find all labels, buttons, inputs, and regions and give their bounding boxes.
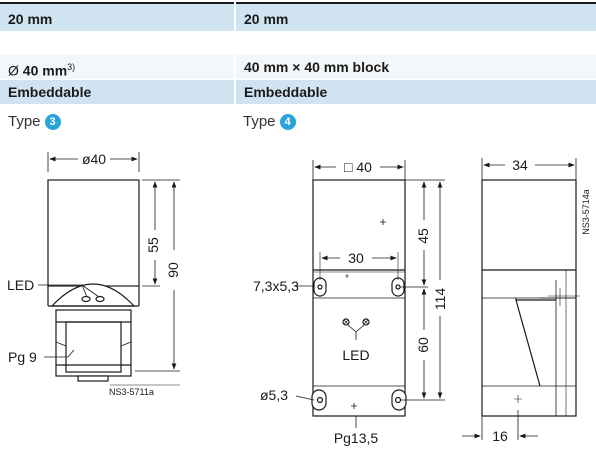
type-label-text: Type bbox=[8, 113, 41, 130]
gland-label: Pg13,5 bbox=[334, 430, 379, 446]
led-label: LED bbox=[7, 277, 34, 293]
dim-114-label: 114 bbox=[432, 288, 448, 311]
dim-total-label: 90 bbox=[165, 262, 181, 278]
slot-hole-label: 7,3x5,3 bbox=[253, 278, 299, 294]
footnote-ref: 3) bbox=[67, 62, 76, 72]
drawing-ref-code: NS3-5714a bbox=[581, 189, 591, 235]
cell-right: 20 mm bbox=[244, 11, 289, 27]
type-4-front-drawing bbox=[295, 160, 445, 428]
dim-45-label: 45 bbox=[415, 228, 431, 244]
dim-width-label: ø40 bbox=[82, 151, 106, 167]
type-number-badge: 3 bbox=[44, 114, 61, 130]
cell-left: Embeddable bbox=[8, 84, 92, 100]
cell-right: 40 mm × 40 mm block bbox=[244, 59, 390, 75]
cell-right: Embeddable bbox=[244, 84, 328, 100]
drawing-ref-code: NS3-5711a bbox=[109, 387, 154, 397]
dim-square-label: □ 40 bbox=[344, 159, 372, 175]
type-3-drawing bbox=[38, 152, 180, 386]
table-row-diameter: Ø 40 mm3) 40 mm × 40 mm block bbox=[0, 54, 596, 79]
type-4-side-drawing bbox=[462, 158, 580, 440]
dim-30-label: 30 bbox=[348, 250, 364, 266]
diameter-symbol: Ø bbox=[8, 62, 19, 79]
cell-left: 20 mm bbox=[8, 11, 53, 27]
cell-left: Ø 40 mm3) bbox=[8, 55, 75, 79]
type-4-front-text: □ 40 45 30 7,3x5,3 114 60 LED ø5,3 Pg13,… bbox=[253, 159, 448, 446]
table-row-size: 20 mm 20 mm bbox=[0, 2, 596, 31]
table-row-mounting: Embeddable Embeddable bbox=[0, 79, 596, 104]
diameter-value: 40 mm bbox=[22, 62, 68, 79]
type-3-text: ø40 55 90 LED Pg 9 NS3-5711a bbox=[7, 151, 181, 397]
type-4-side-text: 34 16 NS3-5714a bbox=[492, 157, 591, 444]
dim-16-label: 16 bbox=[492, 428, 508, 444]
dim-upper-label: 55 bbox=[145, 237, 161, 253]
led-label: LED bbox=[342, 347, 369, 363]
dim-side-width-label: 34 bbox=[512, 157, 528, 173]
round-hole-label: ø5,3 bbox=[260, 387, 288, 403]
type-number-badge: 4 bbox=[279, 114, 296, 130]
dim-60-label: 60 bbox=[415, 337, 431, 353]
gland-label: Pg 9 bbox=[8, 349, 37, 365]
type-label-text: Type bbox=[243, 113, 276, 130]
column-divider bbox=[234, 0, 236, 104]
